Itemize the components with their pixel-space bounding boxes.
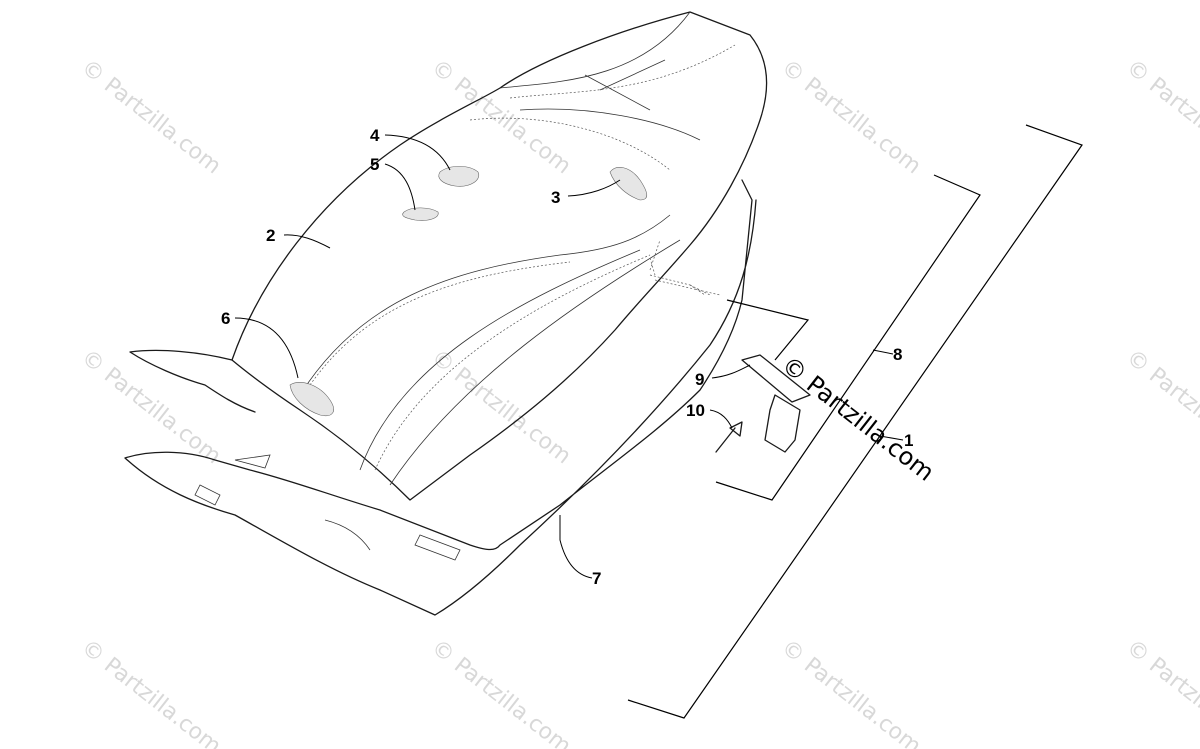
leader-8 [872, 349, 894, 355]
seat-rear-panel [499, 11, 701, 141]
watermark: © Partzilla.com [1121, 55, 1200, 179]
seat-front-flap [129, 349, 256, 413]
callout-7: 7 [592, 569, 601, 588]
hidden-line [649, 257, 706, 296]
seat-stitch [469, 44, 736, 171]
center-watermark: © Partzilla.com [776, 351, 939, 487]
bracket-plate [741, 354, 811, 453]
watermark: © Partzilla.com [426, 55, 575, 179]
watermark: © Partzilla.com [1121, 635, 1200, 749]
watermark-layer: © Partzilla.com © Partzilla.com © Partzi… [76, 55, 1200, 749]
bracket-sub [726, 299, 810, 361]
leader-3 [567, 179, 621, 197]
leader-2 [283, 234, 331, 249]
watermark: © Partzilla.com [426, 635, 575, 749]
watermark: © Partzilla.com [776, 635, 925, 749]
callout-9: 9 [695, 370, 704, 389]
seat-drawing [124, 11, 768, 616]
patch-4 [438, 166, 480, 187]
group-brackets [627, 124, 1083, 719]
seat-base-stitch [649, 239, 721, 296]
patch-5 [402, 207, 439, 221]
leader-6 [234, 317, 299, 379]
seat-cover-outline [231, 11, 768, 501]
callout-1: 1 [904, 431, 913, 450]
leader-5 [384, 163, 416, 211]
callout-5: 5 [370, 155, 379, 174]
leader-10 [709, 409, 733, 429]
bracket-8 [715, 174, 981, 501]
seat-base [124, 179, 757, 616]
leader-1 [879, 435, 904, 441]
watermark: © Partzilla.com [76, 635, 225, 749]
seat-contour [299, 214, 681, 486]
leader-9 [711, 364, 751, 379]
seat-stitch-center [309, 254, 651, 471]
callout-3: 3 [551, 188, 560, 207]
callout-8: 8 [893, 345, 902, 364]
patch-3 [609, 167, 648, 201]
bracket-part [715, 354, 811, 453]
rivet [715, 421, 743, 453]
callout-4: 4 [370, 126, 380, 145]
callout-10: 10 [686, 401, 705, 420]
watermark: © Partzilla.com [776, 55, 925, 179]
leader-lines [234, 134, 904, 579]
leader-4 [384, 134, 451, 171]
patch-6 [289, 381, 334, 417]
callout-2: 2 [266, 226, 275, 245]
watermark: © Partzilla.com [426, 345, 575, 469]
callout-6: 6 [221, 309, 230, 328]
callout-labels: 1 2 3 4 5 6 7 8 9 10 [221, 126, 913, 588]
watermark: © Partzilla.com [1121, 345, 1200, 469]
watermark: © Partzilla.com [76, 55, 225, 179]
seat-base-detail [194, 454, 461, 561]
leader-7 [559, 515, 593, 579]
bracket-1 [627, 124, 1083, 719]
